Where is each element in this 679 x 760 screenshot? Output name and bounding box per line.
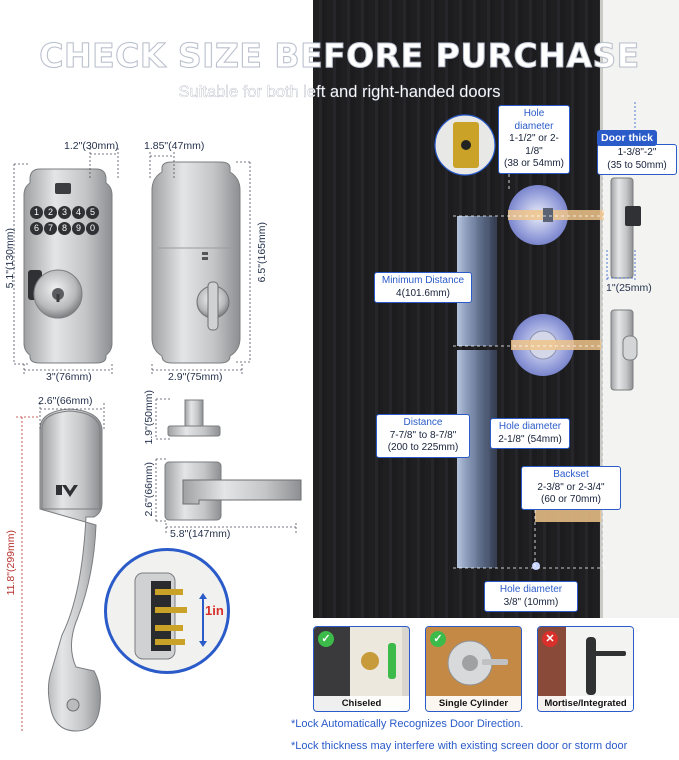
back-width-bottom-label: 2.9"(75mm) <box>168 371 223 383</box>
hole-top-value: 1-1/2" or 2-1/8" <box>509 133 559 157</box>
lever-rose-height-label: 1.9"(50mm) <box>143 390 155 445</box>
card-chiseled-label: Chiseled <box>314 696 409 711</box>
front-dimension-lines <box>13 148 119 374</box>
page-title: CHECK SIZE BEFORE PURCHASE <box>39 36 640 76</box>
distance-box: Distance 7-7/8" to 8-7/8" (200 to 225mm) <box>376 414 470 458</box>
hole-mid-value: 2-1/8" (54mm) <box>498 433 562 445</box>
hole-top-box: Hole diameter 1-1/2" or 2-1/8" (38 or 54… <box>498 105 570 174</box>
lever-dimension-lines <box>155 398 297 533</box>
distance-value: 7-7/8" to 8-7/8" <box>389 429 457 441</box>
door-holes-diagram <box>434 100 641 570</box>
note-thickness: *Lock thickness may interfere with exist… <box>291 740 628 752</box>
lever-length-label: 5.8"(147mm) <box>170 528 231 540</box>
lever-rose-illustration <box>167 399 221 437</box>
handleset-dimension-lines <box>16 403 105 731</box>
door-edge <box>600 0 679 618</box>
screw-detail-zoom: 1in <box>104 548 230 674</box>
card-mortise: ✕ Mortise/Integrated <box>537 626 634 712</box>
backset-box: Backset 2-3/8" or 2-3/4" (60 or 70mm) <box>521 466 621 510</box>
key-5[interactable]: 5 <box>86 206 99 219</box>
back-height-label: 6.5"(165mm) <box>256 222 268 283</box>
key-4[interactable]: 4 <box>72 206 85 219</box>
door-thick-metric: (35 to 50mm) <box>607 159 667 171</box>
card-single-cylinder: ✓ Single Cylinder <box>425 626 522 712</box>
mortise-cross-icon: ✕ <box>542 631 558 647</box>
door-thick-title: Door thick <box>597 130 657 146</box>
back-width-top-label: 1.85"(47mm) <box>144 140 205 152</box>
front-height-label: 5.1"(130mm) <box>4 228 16 289</box>
chiseled-check-icon: ✓ <box>318 631 334 647</box>
screw-length-label: 1in <box>205 603 224 618</box>
lever-base-height-label: 2.6"(66mm) <box>143 462 155 517</box>
page-subtitle: Suitable for both left and right-handed … <box>178 83 501 101</box>
screw-detail-drawing <box>134 572 207 660</box>
distance-metric: (200 to 225mm) <box>387 442 459 453</box>
backset-metric: (60 or 70mm) <box>540 494 601 505</box>
latch-width-label: 1"(25mm) <box>606 282 652 294</box>
hole-mid-title: Hole diameter <box>498 421 562 432</box>
hole-top-metric: (38 or 54mm) <box>503 158 564 169</box>
min-distance-box: Minimum Distance 4(101.6mm) <box>374 272 472 303</box>
back-dimension-lines <box>149 152 252 374</box>
hole-mid-box: Hole diameter 2-1/8" (54mm) <box>490 418 570 449</box>
card-mortise-label: Mortise/Integrated <box>538 696 633 711</box>
front-width-bottom-label: 3"(76mm) <box>46 371 92 383</box>
back-unit-illustration <box>151 161 241 364</box>
key-8[interactable]: 8 <box>58 222 71 235</box>
key-0[interactable]: 0 <box>86 222 99 235</box>
key-3[interactable]: 3 <box>58 206 71 219</box>
distance-title: Distance <box>403 417 443 428</box>
handle-height-label: 11.8"(299mm) <box>5 530 17 596</box>
handle-width-label: 2.6"(66mm) <box>38 395 93 407</box>
door-thick-value: 1-3/8"-2" <box>617 147 657 158</box>
hole-bottom-box: Hole diameter 3/8" (10mm) <box>484 581 578 612</box>
key-7[interactable]: 7 <box>44 222 57 235</box>
min-distance-value: 4(101.6mm) <box>396 287 450 299</box>
card-single-cylinder-label: Single Cylinder <box>426 696 521 711</box>
backset-title: Backset <box>553 469 589 480</box>
handleset-illustration <box>39 408 103 732</box>
note-direction: *Lock Automatically Recognizes Door Dire… <box>291 718 524 730</box>
door-thick-box: 1-3/8"-2" (35 to 50mm) <box>597 144 677 175</box>
single-cylinder-check-icon: ✓ <box>430 631 446 647</box>
hole-top-title: Hole diameter <box>514 108 554 132</box>
door-edge-line <box>600 0 603 618</box>
keyhole-knob-icon <box>28 269 83 319</box>
key-1[interactable]: 1 <box>30 206 43 219</box>
key-9[interactable]: 9 <box>72 222 85 235</box>
key-6[interactable]: 6 <box>30 222 43 235</box>
key-2[interactable]: 2 <box>44 206 57 219</box>
front-width-top-label: 1.2"(30mm) <box>64 140 119 152</box>
backset-value: 2-3/8" or 2-3/4" <box>537 481 605 493</box>
hole-bottom-value: 3/8" (10mm) <box>503 596 559 608</box>
hole-bottom-title: Hole diameter <box>499 584 563 595</box>
lever-handle-illustration <box>164 461 302 521</box>
keypad-keys: 1 2 3 4 5 6 7 8 9 0 <box>30 206 102 235</box>
card-chiseled: ✓ Chiseled <box>313 626 410 712</box>
min-distance-title: Minimum Distance <box>381 275 465 286</box>
